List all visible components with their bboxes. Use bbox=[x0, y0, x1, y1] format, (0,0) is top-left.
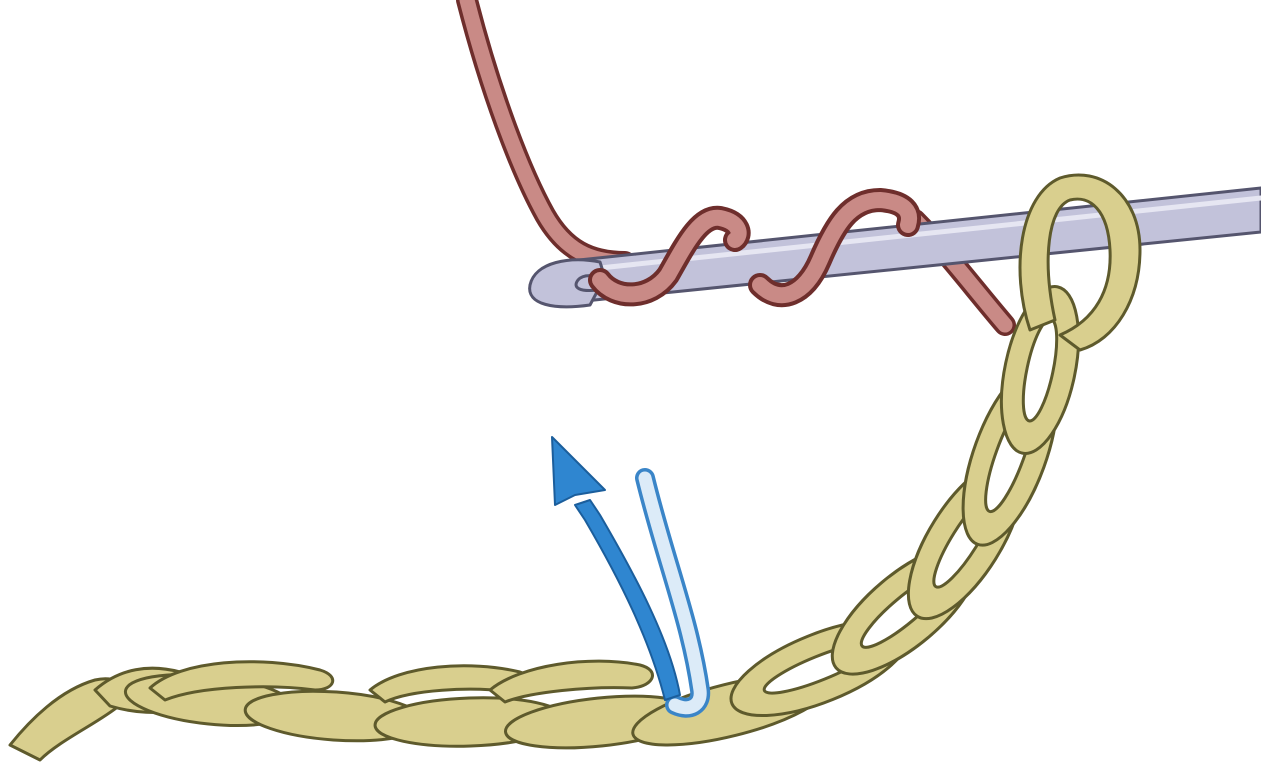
chain-top-loop bbox=[1020, 175, 1140, 350]
direction-arrow-head bbox=[552, 437, 605, 505]
